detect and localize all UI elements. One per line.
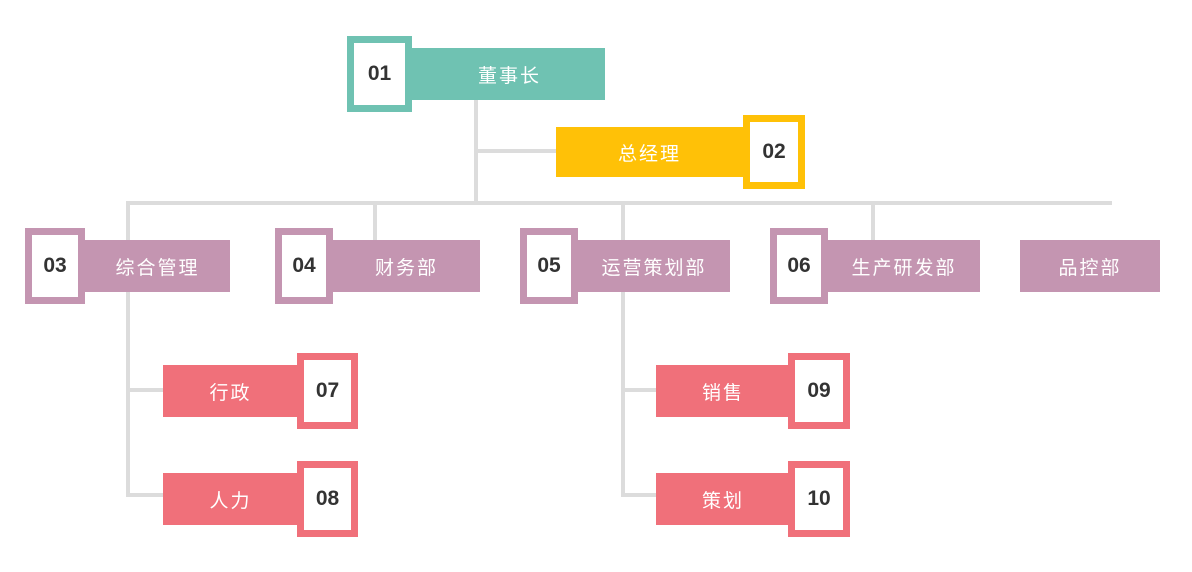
node-label: 总经理	[617, 143, 681, 165]
node-bar: 综合管理	[60, 240, 230, 292]
connector-drop-finance	[373, 201, 377, 246]
node-label: 运营策划部	[601, 257, 707, 279]
node-bar: 生产研发部	[805, 240, 980, 292]
org-node-hr[interactable]: 人力 08	[163, 461, 358, 537]
org-node-planning[interactable]: 策划 10	[656, 461, 850, 537]
node-number-badge: 05	[520, 228, 578, 304]
node-bar: 行政	[163, 365, 298, 417]
node-label: 财务部	[374, 257, 438, 279]
node-number-badge: 06	[770, 228, 828, 304]
node-number-badge: 04	[275, 228, 333, 304]
node-number-badge: 01	[347, 36, 412, 112]
org-node-general-manager[interactable]: 总经理 02	[556, 115, 805, 189]
org-node-operations-planning[interactable]: 运营策划部 05	[520, 228, 730, 304]
org-node-finance[interactable]: 财务部 04	[275, 228, 480, 304]
org-node-chairman[interactable]: 董事长 01	[347, 36, 605, 112]
node-label: 行政	[209, 382, 252, 404]
node-bar: 品控部	[1020, 240, 1160, 292]
node-bar: 人力	[163, 473, 298, 525]
org-node-general-management[interactable]: 综合管理 03	[25, 228, 230, 304]
node-number-badge: 02	[743, 115, 805, 189]
connector-drop-production	[871, 201, 875, 246]
node-number-badge: 07	[297, 353, 358, 429]
node-label: 人力	[209, 490, 252, 512]
org-node-admin[interactable]: 行政 07	[163, 353, 358, 429]
node-label: 销售	[701, 382, 744, 404]
node-bar: 运营策划部	[555, 240, 730, 292]
node-label: 董事长	[477, 65, 541, 87]
node-label: 品控部	[1058, 257, 1122, 279]
node-bar: 策划	[656, 473, 790, 525]
node-label: 生产研发部	[851, 257, 957, 279]
connector-drop-operations	[621, 201, 625, 497]
connector-elbow-hr	[126, 493, 168, 497]
connector-department-row	[128, 201, 1112, 205]
node-label: 策划	[701, 490, 744, 512]
connector-elbow-admin	[126, 388, 168, 392]
org-node-sales[interactable]: 销售 09	[656, 353, 850, 429]
connector-elbow-planning	[621, 493, 661, 497]
node-number-badge: 10	[788, 461, 850, 537]
connector-gm-branch	[474, 149, 556, 153]
org-node-production-rd[interactable]: 生产研发部 06	[770, 228, 980, 304]
connector-drop-general-management	[126, 201, 130, 497]
node-number-badge: 08	[297, 461, 358, 537]
node-bar: 财务部	[310, 240, 480, 292]
node-number-badge: 03	[25, 228, 85, 304]
org-node-quality-control[interactable]: 品控部	[1020, 240, 1160, 292]
connector-elbow-sales	[621, 388, 661, 392]
node-label: 综合管理	[115, 257, 200, 279]
node-number-badge: 09	[788, 353, 850, 429]
node-bar: 销售	[656, 365, 790, 417]
